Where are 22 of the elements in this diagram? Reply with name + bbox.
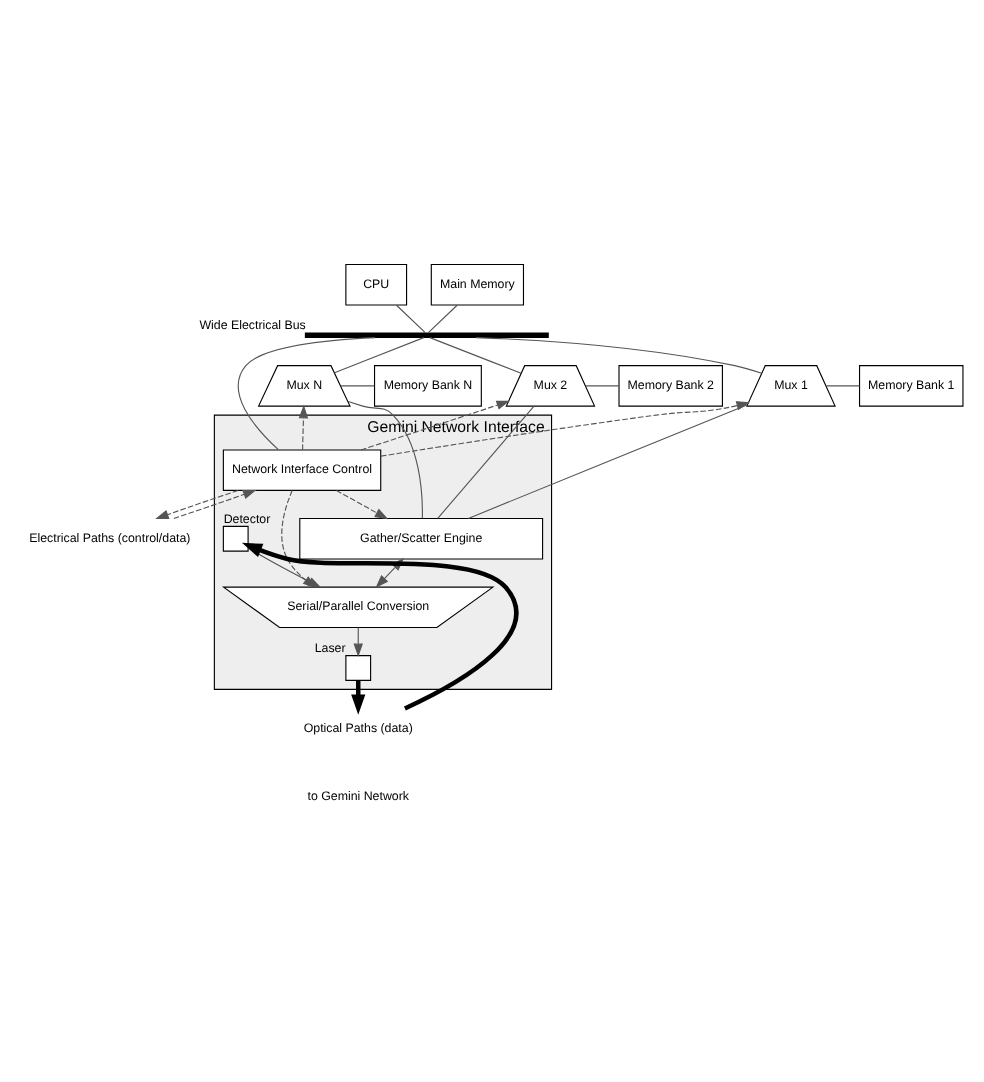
- connector: [467, 404, 749, 519]
- connector: [437, 405, 535, 519]
- arrow: [380, 401, 750, 457]
- connector: [429, 337, 522, 374]
- arrow: [298, 404, 309, 451]
- connector: [333, 337, 425, 374]
- arrow: [155, 489, 239, 520]
- node-box: [304, 332, 549, 339]
- arrow: [173, 489, 257, 520]
- node-box: [222, 525, 249, 552]
- connector: [395, 304, 426, 334]
- connector: [427, 304, 458, 334]
- arrow: [241, 542, 519, 711]
- arrow: [360, 400, 511, 451]
- connector: [825, 385, 860, 387]
- connector: [347, 400, 423, 519]
- connector: [475, 337, 763, 374]
- connector: [339, 385, 375, 387]
- arrow: [335, 489, 389, 520]
- connector: [585, 385, 620, 387]
- node-box: [345, 655, 372, 681]
- connector: [237, 337, 376, 451]
